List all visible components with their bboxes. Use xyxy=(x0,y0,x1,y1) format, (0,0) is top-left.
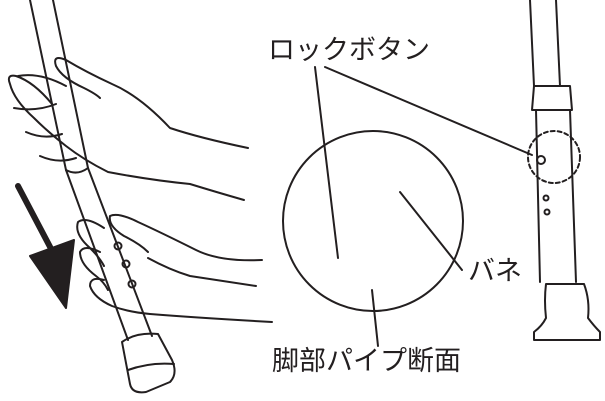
section-leader-line xyxy=(371,289,379,347)
right-hole xyxy=(542,194,550,202)
upper-hand xyxy=(7,57,249,201)
down-arrow-head xyxy=(29,239,75,309)
left-pipe-illustration xyxy=(7,0,273,394)
pipe-section-circle xyxy=(282,130,464,312)
right-pipe-illustration xyxy=(527,0,601,341)
right-hole xyxy=(543,208,551,216)
pipe-joint xyxy=(65,167,89,174)
section-illustration xyxy=(282,66,533,347)
lock-button-label: ロックボタン xyxy=(268,35,430,66)
right-collar xyxy=(531,85,573,111)
pipe-hole xyxy=(121,259,131,269)
right-lower-pipe xyxy=(535,109,577,283)
lower-hand xyxy=(76,213,273,323)
pipe-hole xyxy=(113,241,123,251)
lock-leader-line xyxy=(314,66,339,259)
pipe-hole xyxy=(127,279,137,289)
lock-highlight-circle xyxy=(527,130,581,184)
rubber-foot xyxy=(121,332,176,394)
right-upper-pipe xyxy=(529,0,561,87)
rubber-foot-rim xyxy=(127,362,175,371)
leg-pipe-section-label: 脚部パイプ断面 xyxy=(272,346,461,377)
spring-label: バネ xyxy=(468,256,522,287)
lock-leader-line-2 xyxy=(324,66,533,156)
right-foot xyxy=(533,283,601,341)
right-lock-button xyxy=(536,155,546,165)
lower-pipe xyxy=(65,167,153,341)
spring-leader-line xyxy=(399,191,463,271)
